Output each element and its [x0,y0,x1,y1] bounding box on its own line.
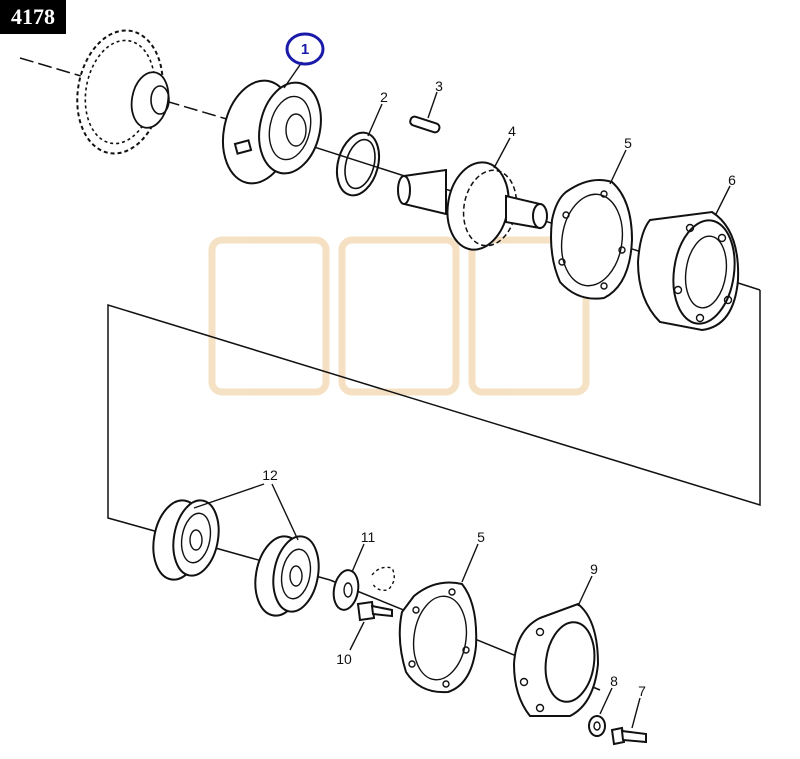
part-7-cap-screw [610,726,647,746]
part-dashed-outline [371,566,395,592]
callout-9: 9 [590,561,598,577]
part-5-gasket-bottom [398,581,478,694]
callout-1: 1 [301,41,309,58]
callout-5-bottom: 5 [477,529,485,545]
leader-lines [193,61,731,729]
part-5-gasket-top [550,179,634,300]
watermark [208,236,590,396]
part-10-bolt [356,600,393,622]
part-3-key [409,115,441,134]
part-1-bearing [222,79,322,185]
callout-labels: 1 2 3 4 5 6 12 11 5 9 10 8 7 [262,41,736,699]
callout-5-top: 5 [624,135,632,151]
part-9-cover [512,602,600,717]
part-12-bearing-left [152,499,220,581]
part-6-housing [636,210,740,332]
drive-gear [76,29,170,155]
part-12-bearing-right [254,535,320,617]
part-11-washer [332,569,360,611]
callout-11: 11 [361,529,376,545]
callout-4: 4 [508,123,516,139]
callout-8: 8 [610,673,618,689]
part-2-snap-ring [335,131,381,197]
part-4-pinion-shaft [397,161,548,251]
callout-1-highlight-circle [285,32,325,66]
callout-10: 10 [336,651,352,667]
center-axis-lines [19,57,761,691]
figure-number: 4178 [0,0,66,34]
part-8-lock-washer [588,715,606,737]
callout-2: 2 [380,89,388,105]
callout-3: 3 [435,78,443,94]
callout-6: 6 [728,172,736,188]
callout-7: 7 [638,683,646,699]
callout-12: 12 [262,467,278,483]
